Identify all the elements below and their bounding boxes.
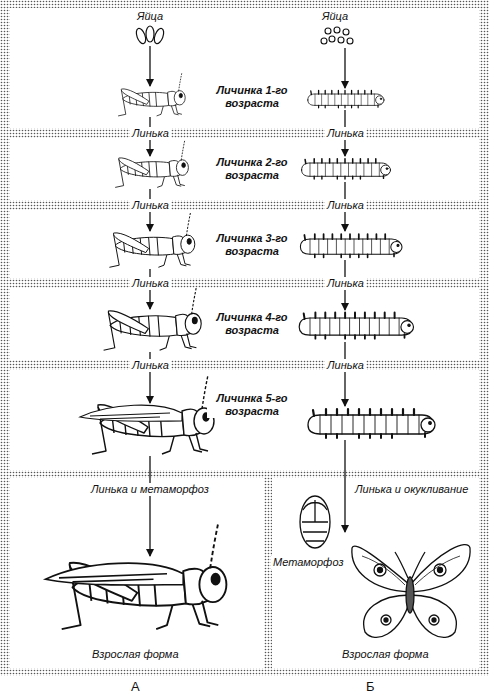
grasshopper-nymph xyxy=(115,140,188,187)
larva-stage-label: Личинка 5-го возраста xyxy=(207,392,297,418)
transition-label: Линька и метаморфоз xyxy=(89,483,211,496)
molt-label: Линька xyxy=(130,359,171,372)
caterpillar xyxy=(308,90,384,107)
larva-stage-label: Личинка 1-го возраста xyxy=(207,84,297,110)
pupa xyxy=(300,496,330,548)
transition-label: Линька и окукливание xyxy=(353,483,470,496)
grasshopper-wings xyxy=(46,563,184,585)
caterpillar xyxy=(299,313,413,339)
transition-label: Метаморфоз xyxy=(271,556,346,569)
butterfly xyxy=(352,545,470,638)
larva-stage-label: Личинка 4-го возраста xyxy=(207,311,297,337)
grasshopper-nymph xyxy=(104,287,202,350)
larva-stage-label: Личинка 3-го возраста xyxy=(207,232,297,258)
molt-label: Линька xyxy=(325,277,366,290)
band xyxy=(10,370,479,470)
band xyxy=(10,8,479,128)
stage-label: Взрослая форма xyxy=(90,648,181,661)
grasshopper-nymph xyxy=(118,73,185,116)
grasshopper-nymph xyxy=(109,212,194,267)
stage-label: Яйца xyxy=(135,10,165,23)
molt-label: Линька xyxy=(325,359,366,372)
molt-label: Линька xyxy=(130,127,171,140)
band xyxy=(10,288,479,360)
molt-label: Линька xyxy=(130,277,171,290)
band xyxy=(10,210,479,278)
molt-label: Линька xyxy=(130,199,171,212)
molt-label: Линька xyxy=(325,199,366,212)
wing-buds xyxy=(80,405,182,421)
panel-letter: Б xyxy=(364,679,377,694)
panel xyxy=(10,478,264,668)
caterpillar xyxy=(302,159,391,179)
caterpillar xyxy=(308,409,435,438)
band xyxy=(10,138,479,200)
panel xyxy=(272,478,479,668)
grasshopper-eggs xyxy=(135,26,166,45)
stage-label: Яйца xyxy=(320,10,350,23)
stippled-frame xyxy=(0,0,489,676)
butterfly-eggs xyxy=(321,27,353,44)
development-arrows xyxy=(150,46,345,556)
larva-stage-label: Личинка 2-го возраста xyxy=(207,156,297,182)
caterpillar xyxy=(300,234,402,257)
panel-letter: А xyxy=(129,679,142,694)
molt-label: Линька xyxy=(325,127,366,140)
stage-label: Взрослая форма xyxy=(340,648,431,661)
